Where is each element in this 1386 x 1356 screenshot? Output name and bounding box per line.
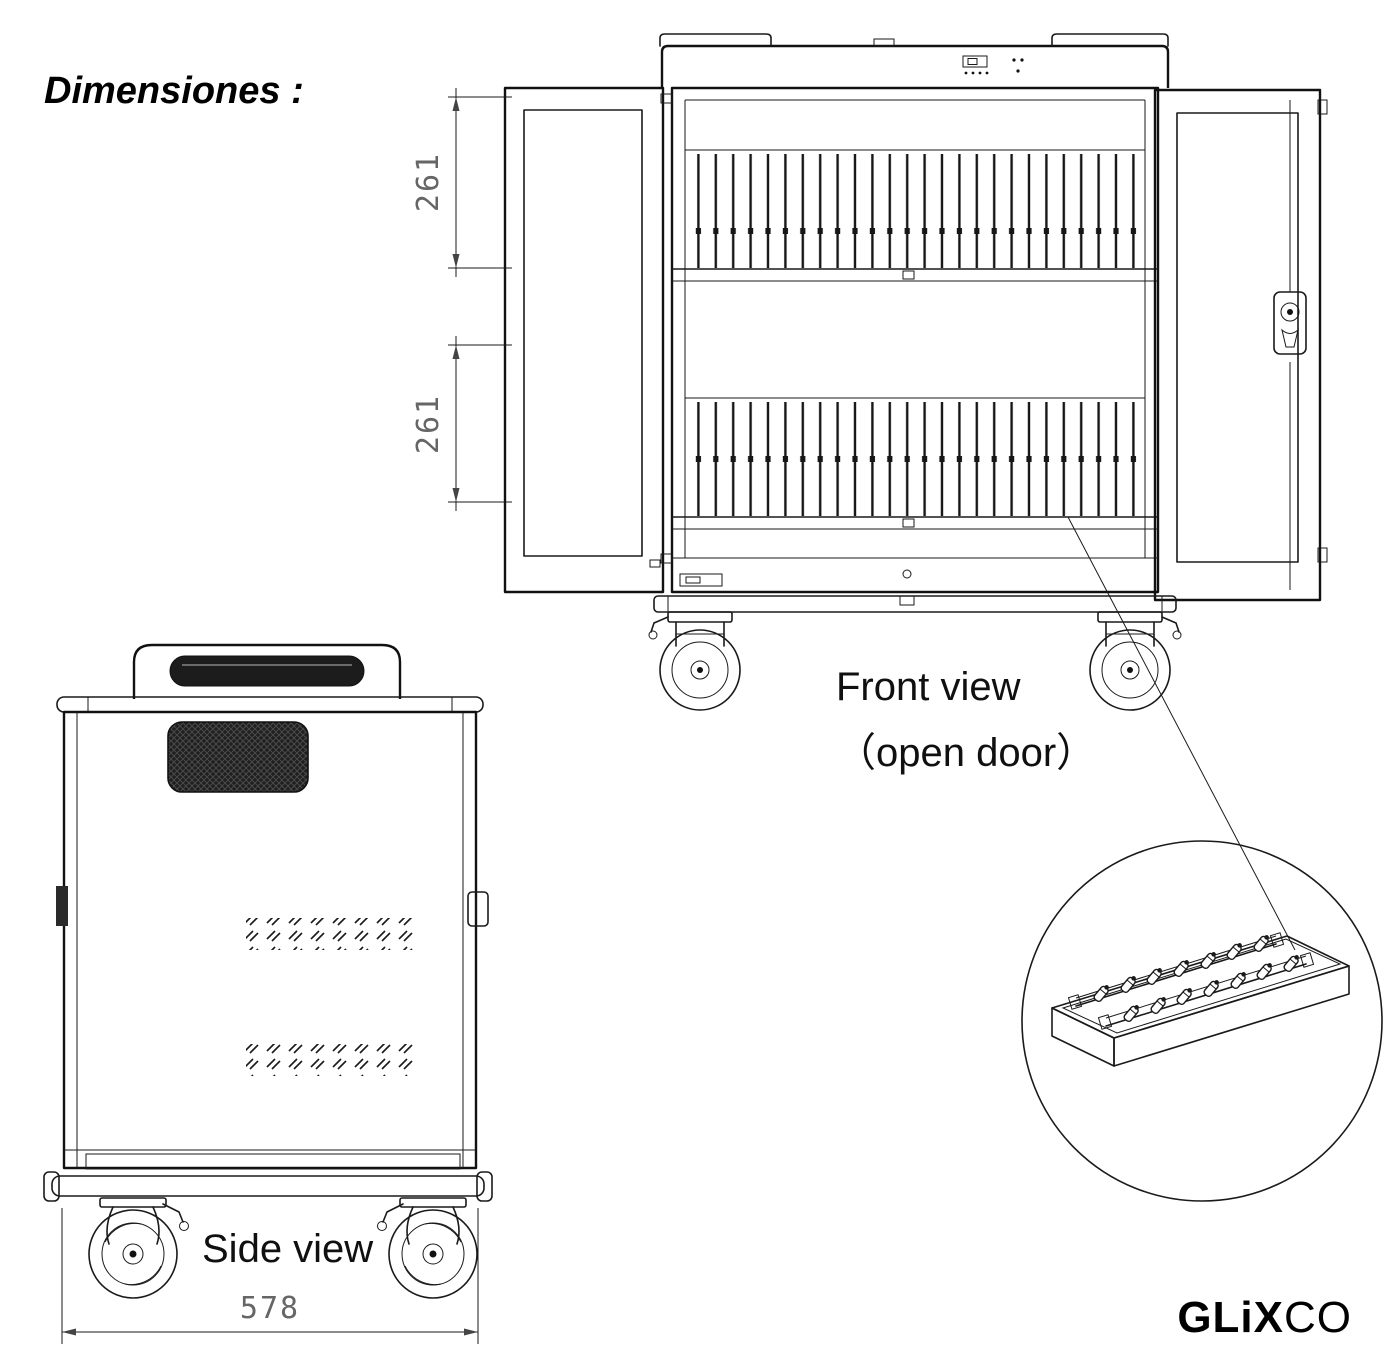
vent-grille bbox=[167, 721, 309, 793]
page-title: Dimensiones : bbox=[44, 70, 304, 112]
louver-vents-lower bbox=[246, 1044, 418, 1076]
door-lock-latch bbox=[1273, 291, 1307, 355]
power-strip-tray bbox=[1051, 932, 1350, 1067]
dim-label-upper: 261 bbox=[411, 152, 446, 212]
control-panel-indicators bbox=[962, 55, 1024, 75]
side-door-latch bbox=[467, 891, 489, 927]
front-view-label: Front view bbox=[836, 665, 1021, 709]
front-left-caster bbox=[648, 611, 741, 711]
side-right-caster bbox=[376, 1197, 478, 1299]
brand-logo-light: CO bbox=[1284, 1293, 1352, 1342]
side-view-drawing bbox=[43, 643, 493, 1299]
top-handle bbox=[132, 643, 402, 699]
detail-callout bbox=[1021, 516, 1383, 1202]
louver-vents-upper bbox=[246, 918, 418, 950]
left-door-open bbox=[503, 86, 673, 594]
brand-logo-bold: GLiX bbox=[1177, 1293, 1284, 1342]
cabinet-top-cap bbox=[659, 33, 1170, 88]
dimension-261-lower: 261 bbox=[411, 336, 512, 511]
bottom-vent-strip bbox=[85, 1153, 461, 1170]
side-base bbox=[43, 1171, 493, 1202]
right-door-open bbox=[1153, 88, 1328, 602]
side-left-caster bbox=[88, 1197, 190, 1299]
leader-line bbox=[1067, 516, 1296, 951]
dim-label-width: 578 bbox=[240, 1291, 300, 1326]
front-right-caster bbox=[1089, 611, 1182, 711]
front-view-sublabel: （open door） bbox=[836, 731, 1096, 775]
lower-device-slots bbox=[690, 402, 1142, 516]
brand-logo: GLiXCO bbox=[1177, 1293, 1352, 1342]
side-body-panel bbox=[62, 710, 478, 1170]
detail-circle bbox=[1021, 840, 1383, 1202]
side-hinge bbox=[56, 886, 68, 926]
side-top-cap bbox=[56, 696, 484, 713]
dimension-261-upper: 261 bbox=[411, 88, 512, 277]
front-base-and-casters bbox=[648, 595, 1182, 711]
side-view-label: Side view bbox=[202, 1227, 373, 1271]
dimension-578: 578 bbox=[61, 1208, 479, 1344]
cabinet-body bbox=[670, 86, 1160, 606]
front-view-drawing bbox=[503, 33, 1328, 711]
upper-device-slots bbox=[690, 154, 1142, 268]
dim-label-lower: 261 bbox=[411, 394, 446, 454]
